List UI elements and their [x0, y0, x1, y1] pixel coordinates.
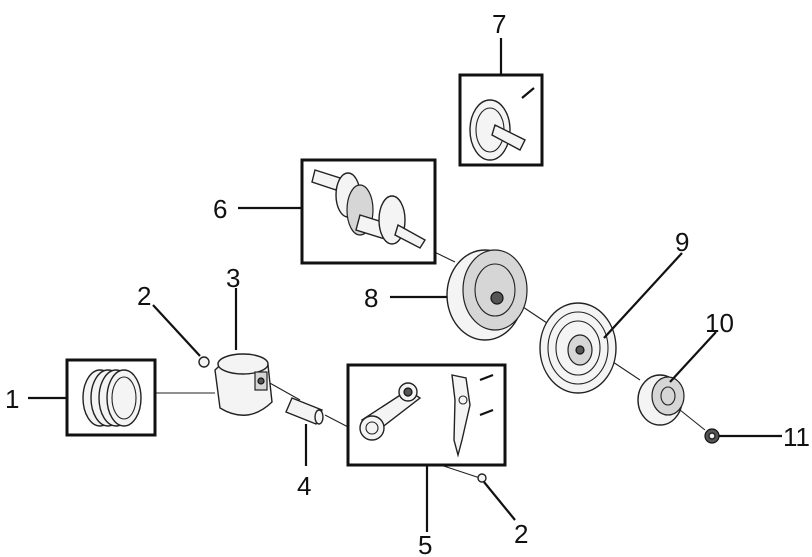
- callout-5: 5: [418, 530, 432, 557]
- part-9-cooling-fan: [539, 302, 617, 394]
- part-6-crankshaft: [300, 158, 437, 265]
- callout-11: 11: [783, 422, 810, 452]
- part-4-piston-pin: [285, 397, 324, 425]
- callout-3: 3: [226, 263, 240, 293]
- callout-1: 1: [5, 384, 19, 414]
- part-2-circlip-lower: [477, 473, 487, 483]
- part-5-connecting-rod: [346, 363, 507, 467]
- callout-10: 10: [705, 308, 734, 338]
- callout-2-lower: 2: [514, 519, 528, 549]
- callout-9: 9: [675, 227, 689, 257]
- part-11-nut: [704, 428, 720, 444]
- callout-6: 6: [213, 194, 227, 224]
- part-2-circlip-upper: [198, 356, 210, 368]
- part-10-starter-cup: [637, 374, 685, 426]
- callout-8: 8: [364, 283, 378, 313]
- part-1-piston-rings: [65, 358, 157, 437]
- part-7-camshaft: [458, 73, 544, 167]
- leader-lines: [28, 38, 782, 532]
- callout-2-upper: 2: [137, 281, 151, 311]
- part-8-flywheel-housing: [446, 249, 528, 341]
- part-3-piston: [214, 353, 273, 416]
- callout-7: 7: [492, 9, 506, 39]
- callout-4: 4: [297, 471, 311, 501]
